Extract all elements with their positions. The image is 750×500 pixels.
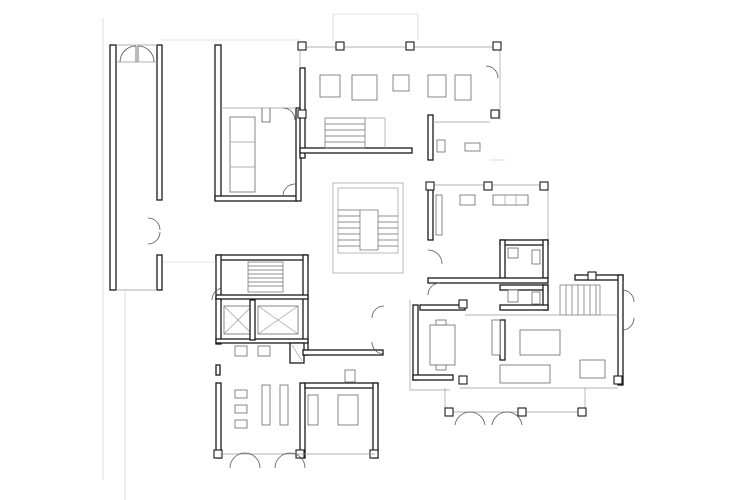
dining-table: [427, 74, 447, 98]
service-core: [215, 254, 384, 376]
table: [351, 74, 378, 101]
lower-right-block: [409, 271, 635, 426]
central-stair: [332, 182, 404, 274]
armchair: [392, 74, 410, 92]
bed: [229, 116, 256, 193]
site-lines: [102, 13, 505, 500]
stair-lower: [559, 284, 601, 316]
lounge-block: [297, 41, 502, 161]
sideboard: [454, 74, 472, 101]
stair-core: [247, 261, 284, 293]
left-corridor: [109, 44, 163, 291]
sofa: [319, 74, 341, 98]
door-swing-mid: [147, 217, 161, 245]
right-office: [425, 181, 549, 284]
door-swing-top: [119, 45, 155, 63]
upper-left-wing: [214, 44, 302, 202]
lower-left-room: [211, 287, 385, 469]
stair-lounge: [324, 117, 366, 149]
door-swing: [282, 107, 296, 197]
